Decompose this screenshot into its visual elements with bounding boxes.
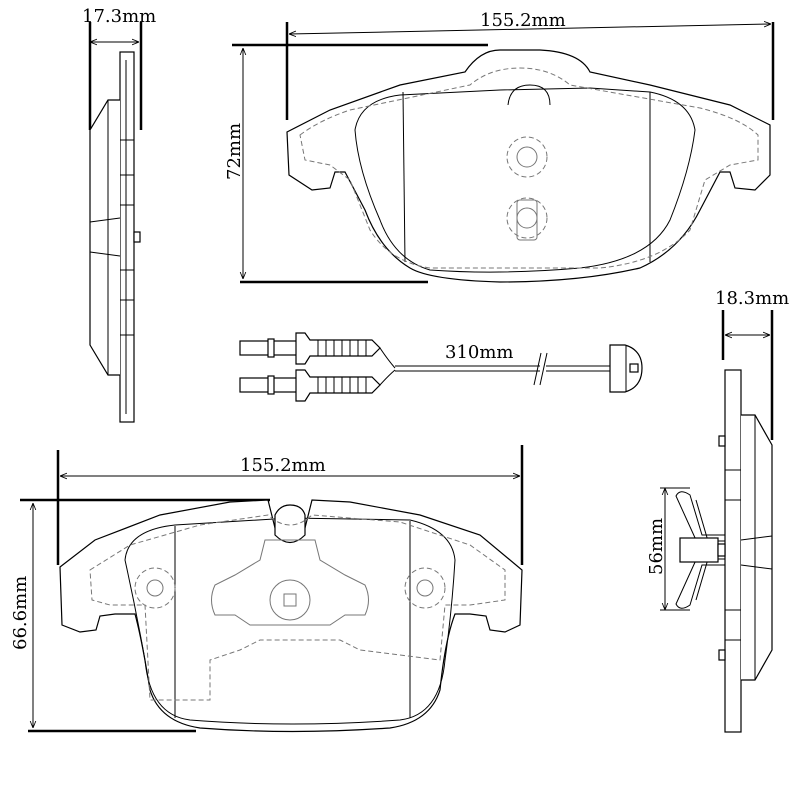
bottom-pad-side-view: 18.3mm 56mm	[646, 288, 789, 733]
top-pad-side-view: 17.3mm	[82, 6, 156, 423]
top-thickness-label: 17.3mm	[82, 6, 156, 27]
bottom-pad-front-view: 155.2mm 66.6mm	[10, 445, 524, 733]
bottom-width-label: 155.2mm	[240, 455, 326, 476]
bottom-height-label: 66.6mm	[10, 576, 31, 650]
top-pad-front-view: 155.2mm 72mm	[224, 10, 775, 284]
sensor-length-label: 310mm	[445, 342, 514, 363]
top-height-label: 72mm	[224, 123, 245, 180]
top-width-label: 155.2mm	[480, 10, 566, 31]
right-thickness-label: 18.3mm	[715, 288, 789, 309]
wear-sensor-cable: 310mm	[239, 332, 643, 402]
clip-height-label: 56mm	[646, 518, 667, 575]
